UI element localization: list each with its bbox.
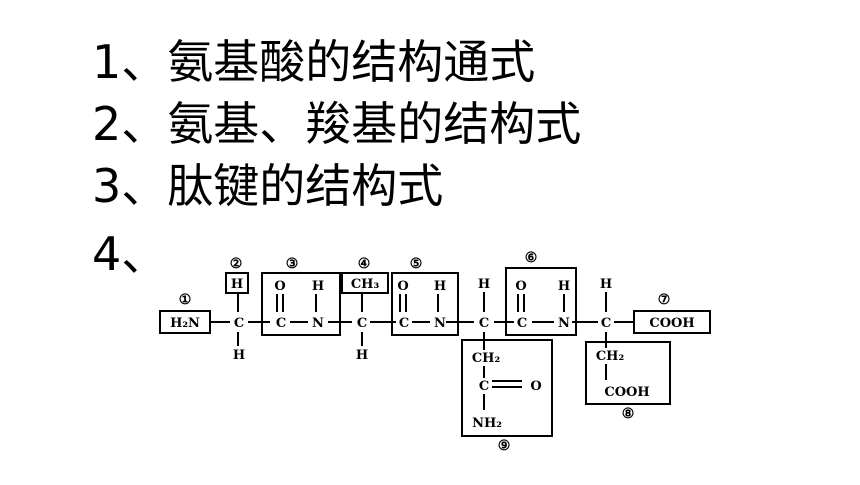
atom-o: O — [530, 379, 541, 394]
methyl-label: CH₃ — [351, 277, 380, 292]
marker-2: ② — [230, 256, 243, 272]
box-8-side-chain — [585, 341, 671, 405]
marker-9: ⑨ — [498, 438, 511, 454]
atom-c: C — [517, 316, 527, 331]
box-6-peptide-bond — [505, 267, 577, 336]
atom-h: H — [356, 348, 368, 363]
atom-h: H — [231, 277, 243, 292]
atom-c: C — [479, 316, 489, 331]
atom-n: N — [312, 316, 324, 331]
n-terminus-label: H₂N — [170, 316, 200, 331]
marker-8: ⑧ — [622, 406, 635, 422]
box-5-peptide-bond — [391, 272, 459, 336]
question-line-4: 4、 — [92, 227, 168, 281]
atom-o: O — [515, 279, 526, 294]
side-chain-ch2: CH₂ — [472, 351, 500, 366]
question-line-1: 1、氨基酸的结构通式 — [92, 35, 536, 89]
atom-h: H — [434, 279, 446, 294]
atom-c: C — [234, 316, 244, 331]
tripeptide-structure-diagram: H₂N H C H O H C N CH₃ C H O H C N H C O … — [159, 250, 711, 454]
box-3-peptide-bond — [261, 272, 341, 336]
marker-4: ④ — [358, 256, 371, 272]
box-4-methyl — [341, 272, 389, 294]
side-chain-cooh: COOH — [604, 385, 649, 400]
atom-h: H — [233, 348, 245, 363]
marker-5: ⑤ — [410, 256, 423, 272]
atom-h: H — [478, 277, 490, 292]
atom-c: C — [479, 379, 489, 394]
atom-n: N — [434, 316, 446, 331]
question-line-2: 2、氨基、羧基的结构式 — [92, 97, 582, 151]
marker-7: ⑦ — [658, 292, 671, 308]
atom-h: H — [600, 277, 612, 292]
box-9-side-chain — [461, 339, 553, 437]
atom-h: H — [312, 279, 324, 294]
side-chain-nh2: NH₂ — [472, 416, 502, 431]
marker-3: ③ — [286, 256, 299, 272]
question-line-3: 3、肽键的结构式 — [92, 159, 444, 213]
side-chain-ch2: CH₂ — [596, 349, 624, 364]
carboxyl-end-label: COOH — [649, 316, 694, 331]
atom-c: C — [601, 316, 611, 331]
atom-h: H — [558, 279, 570, 294]
atom-o: O — [274, 279, 285, 294]
marker-1: ① — [179, 292, 192, 308]
atom-n: N — [558, 316, 570, 331]
atom-c: C — [399, 316, 409, 331]
marker-6: ⑥ — [525, 250, 538, 266]
atom-o: O — [397, 279, 408, 294]
atom-c: C — [276, 316, 286, 331]
atom-c: C — [357, 316, 367, 331]
